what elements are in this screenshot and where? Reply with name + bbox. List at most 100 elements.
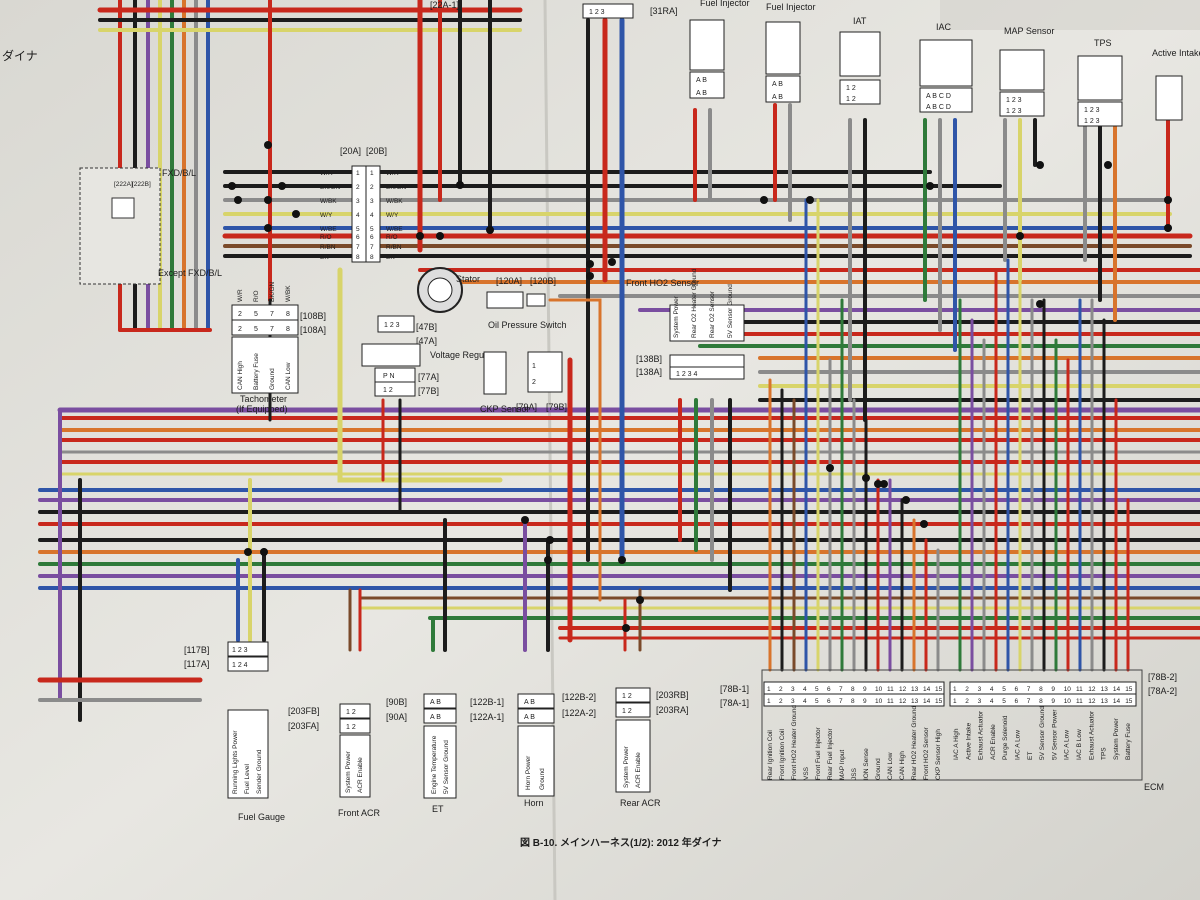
junction-dot xyxy=(1036,161,1044,169)
front-acr-label: Front ACR xyxy=(338,808,381,818)
junction-dot xyxy=(260,548,268,556)
horn: A B A B [122B-1] [122A-1] [122B-2] [122A… xyxy=(470,692,596,808)
ecm-pin-number: 7 xyxy=(839,686,843,693)
ecm-pin-number: 3 xyxy=(978,686,982,693)
harness-wire-label: BK xyxy=(386,254,395,261)
ecm-pin-number: 5 xyxy=(1002,698,1006,705)
ecm-right-pin-label: Exhaust Actuator xyxy=(1088,710,1095,760)
harness-wire-label: BK/GN xyxy=(386,184,407,191)
ecm-right-pin-label: 5V Sensor Power xyxy=(1051,709,1058,760)
ecm-pin-number: 12 xyxy=(899,686,907,693)
harness-wire-label: W/BE xyxy=(386,226,403,233)
ecm-pin-number: 11 xyxy=(1076,686,1083,693)
tach-pin-number: 8 xyxy=(286,311,290,318)
wire-oil-orange xyxy=(548,298,602,602)
ecm-pin-number: 2 xyxy=(779,698,783,705)
ecm-pin-number: 13 xyxy=(911,698,919,705)
junction-dot xyxy=(416,232,424,240)
ckp-label: CKP Sensor xyxy=(480,404,529,414)
connector-20-pin: 1 xyxy=(370,170,374,177)
harness-wire-label: R/BN xyxy=(320,244,336,251)
conn-78a1: [78A-1] xyxy=(720,698,749,708)
junction-dot xyxy=(486,226,494,234)
svg-text:A B: A B xyxy=(696,90,707,97)
junction-dot xyxy=(636,596,644,604)
ecm-pin-number: 7 xyxy=(1027,698,1031,705)
ecm-pin-number: 7 xyxy=(839,698,843,705)
connector-20-pin: 4 xyxy=(356,212,360,219)
ecm-right-pin-label: IAC A Low xyxy=(1064,730,1071,760)
svg-text:A B: A B xyxy=(430,714,441,721)
tach-pin-label: CAN High xyxy=(237,361,244,390)
horn-label: Horn xyxy=(524,798,544,808)
connector-20-pin: 3 xyxy=(370,198,374,205)
ecm-pin-number: 9 xyxy=(1051,698,1055,705)
svg-text:1 2 3 4: 1 2 3 4 xyxy=(676,371,698,378)
ecm-left-pin-label: Front HO2 Heater Ground xyxy=(791,704,798,780)
ckp-sensor: 1 2 CKP Sensor [79A] [79B] xyxy=(480,351,567,414)
tach-pin-number: 5 xyxy=(254,326,258,333)
ecm-pin-number: 1 xyxy=(953,698,957,705)
active-intake-label: Active Intake xyxy=(1152,48,1200,58)
ecm-right-pin-label: IAC A High xyxy=(953,728,960,760)
svg-text:1 2 3: 1 2 3 xyxy=(1084,118,1100,125)
junction-dot xyxy=(292,210,300,218)
ecm-left-pin-label: Rear Fuel Injector xyxy=(827,728,834,780)
svg-text:A B: A B xyxy=(524,699,535,706)
ecm-left-pin-label: JSS xyxy=(851,767,858,780)
junction-dot xyxy=(608,258,616,266)
harness-wire-label: BK/GN xyxy=(320,184,341,191)
junction-dot xyxy=(544,556,552,564)
ecm-left-pin-label: CAN High xyxy=(899,751,906,780)
conn-77a: [77A] xyxy=(418,372,439,382)
ecm-pin-number: 1 xyxy=(767,698,771,705)
junction-dot xyxy=(1104,161,1112,169)
fuel-gauge-pin-label: Sender Ground xyxy=(256,749,263,794)
conn-20b: [20B] xyxy=(366,146,387,156)
tachometer-label: Tachometer xyxy=(240,394,287,404)
ecm-right-pin-label: Exhaust Actuator xyxy=(978,710,985,760)
junction-dot xyxy=(926,182,934,190)
conn-120a: [120A] xyxy=(496,276,522,286)
junction-dot xyxy=(760,196,768,204)
junction-dots xyxy=(228,141,1172,632)
junction-dot xyxy=(618,556,626,564)
ecm-pin-number: 2 xyxy=(965,698,969,705)
conn-122a2: [122A-2] xyxy=(562,708,596,718)
harness-wire-label: R/O xyxy=(320,234,332,241)
svg-text:1 2 3: 1 2 3 xyxy=(232,647,248,654)
svg-text:A B C D: A B C D xyxy=(926,104,951,111)
tach-pin-number: 2 xyxy=(238,311,242,318)
ecm-pin-number: 10 xyxy=(1064,686,1072,693)
et-label: ET xyxy=(432,804,444,814)
ho2-pin-label: 5V Sensor Ground xyxy=(727,284,734,338)
conn-108a: [108A] xyxy=(300,325,326,335)
rear-acr-label: Rear ACR xyxy=(620,798,661,808)
rear-acr-pin-label: ACR Enable xyxy=(635,752,642,788)
ecm-pin-number: 13 xyxy=(911,686,919,693)
junction-dot xyxy=(880,480,888,488)
ho2-pin-label: Rear O2 Heater Ground xyxy=(691,268,698,338)
conn-122b2: [122B-2] xyxy=(562,692,596,702)
fuel-gauge-label: Fuel Gauge xyxy=(238,812,285,822)
svg-text:A B: A B xyxy=(772,94,783,101)
voltage-regulator-label: Voltage Regulator xyxy=(430,350,502,360)
ecm-column-wires xyxy=(768,198,1130,672)
conn-22a: [22A-1] xyxy=(430,0,459,10)
connector-20-pin: 4 xyxy=(370,212,374,219)
conn-203fa: [203FA] xyxy=(288,721,319,731)
ecm-right-pin-label: ACR Enable xyxy=(990,724,997,760)
junction-dot xyxy=(1036,300,1044,308)
ecm-pin-number: 6 xyxy=(827,686,831,693)
junction-dot xyxy=(264,141,272,149)
conn-122b1: [122B-1] xyxy=(470,697,504,707)
except-fxd-label: Except FXD/B/L xyxy=(158,268,222,278)
